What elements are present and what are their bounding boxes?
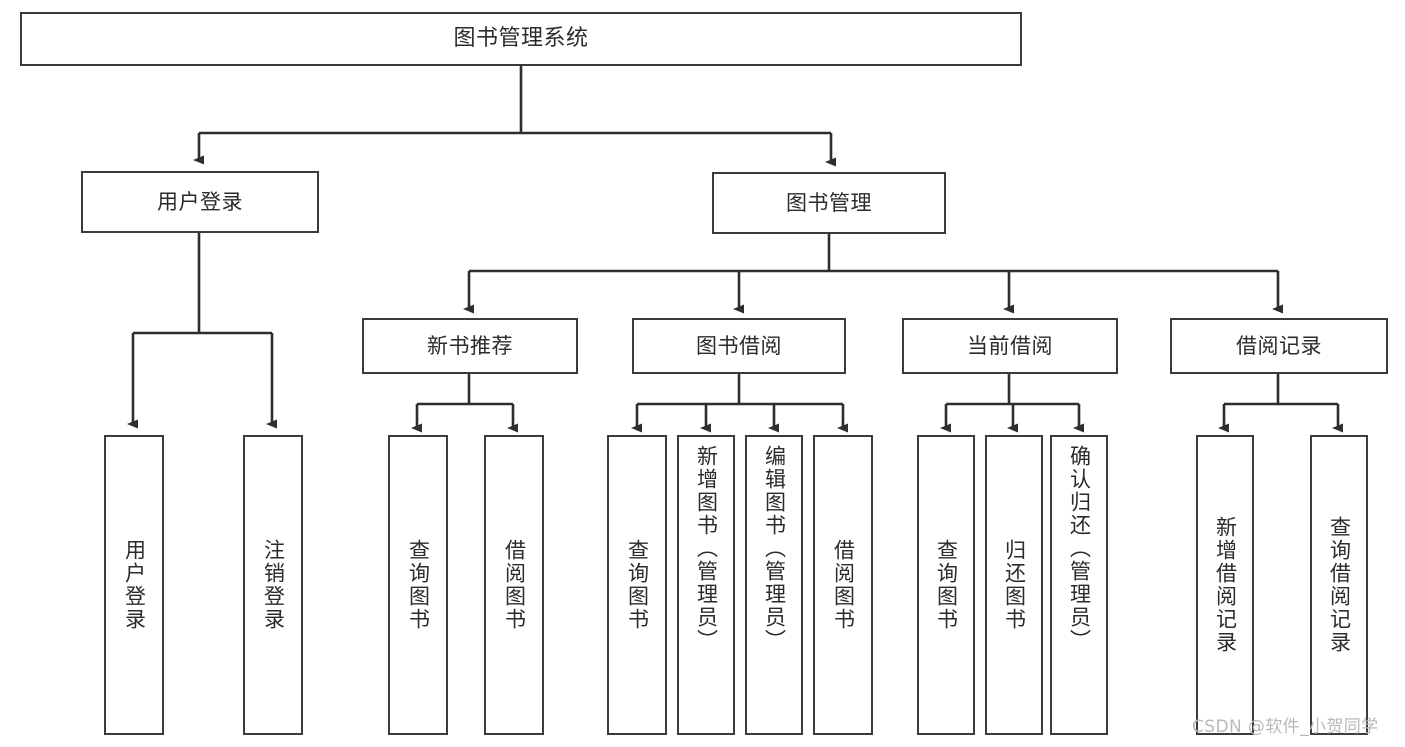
- leaf-borrow-query-book[interactable]: 查询图书: [607, 435, 667, 735]
- node-label: 图书管理系统: [453, 26, 589, 52]
- node-label: 新书推荐: [427, 333, 513, 358]
- leaf-borrow-borrow-book[interactable]: 借阅图书: [813, 435, 873, 735]
- node-root-library-system[interactable]: 图书管理系统: [20, 12, 1022, 66]
- leaf-borrow-add-book-admin[interactable]: 新增图书（管理员）: [677, 435, 735, 735]
- leaf-label: 查询借阅记录: [1327, 516, 1352, 654]
- leaf-label: 确认归还（管理员）: [1067, 445, 1092, 652]
- node-borrow-records[interactable]: 借阅记录: [1170, 318, 1388, 374]
- leaf-label: 用户登录: [122, 539, 147, 631]
- leaf-user-login-login[interactable]: 用户登录: [104, 435, 164, 735]
- leaf-user-login-logout[interactable]: 注销登录: [243, 435, 303, 735]
- watermark: CSDN @软件_小贺同学: [1192, 717, 1379, 737]
- leaf-current-return-book[interactable]: 归还图书: [985, 435, 1043, 735]
- node-current-borrow[interactable]: 当前借阅: [902, 318, 1118, 374]
- leaf-label: 查询图书: [406, 539, 431, 631]
- leaf-records-query-record[interactable]: 查询借阅记录: [1310, 435, 1368, 735]
- leaf-records-add-record[interactable]: 新增借阅记录: [1196, 435, 1254, 735]
- leaf-label: 注销登录: [261, 539, 286, 631]
- leaf-label: 编辑图书（管理员）: [762, 445, 787, 652]
- leaf-label: 新增借阅记录: [1213, 516, 1238, 654]
- leaf-label: 查询图书: [625, 539, 650, 631]
- node-new-book-recommend[interactable]: 新书推荐: [362, 318, 578, 374]
- node-label: 借阅记录: [1236, 333, 1322, 358]
- leaf-label: 新增图书（管理员）: [694, 445, 719, 652]
- leaf-borrow-edit-book-admin[interactable]: 编辑图书（管理员）: [745, 435, 803, 735]
- node-label: 图书管理: [786, 190, 872, 215]
- leaf-label: 借阅图书: [831, 539, 856, 631]
- node-label: 图书借阅: [696, 333, 782, 358]
- leaf-label: 借阅图书: [502, 539, 527, 631]
- node-label: 当前借阅: [967, 333, 1053, 358]
- leaf-current-query-book[interactable]: 查询图书: [917, 435, 975, 735]
- leaf-label: 归还图书: [1002, 539, 1027, 631]
- leaf-label: 查询图书: [934, 539, 959, 631]
- leaf-new-book-borrow[interactable]: 借阅图书: [484, 435, 544, 735]
- leaf-current-confirm-return-admin[interactable]: 确认归还（管理员）: [1050, 435, 1108, 735]
- leaf-new-book-query[interactable]: 查询图书: [388, 435, 448, 735]
- node-book-management[interactable]: 图书管理: [712, 172, 946, 234]
- node-user-login[interactable]: 用户登录: [81, 171, 319, 233]
- node-book-borrow[interactable]: 图书借阅: [632, 318, 846, 374]
- node-label: 用户登录: [157, 189, 243, 214]
